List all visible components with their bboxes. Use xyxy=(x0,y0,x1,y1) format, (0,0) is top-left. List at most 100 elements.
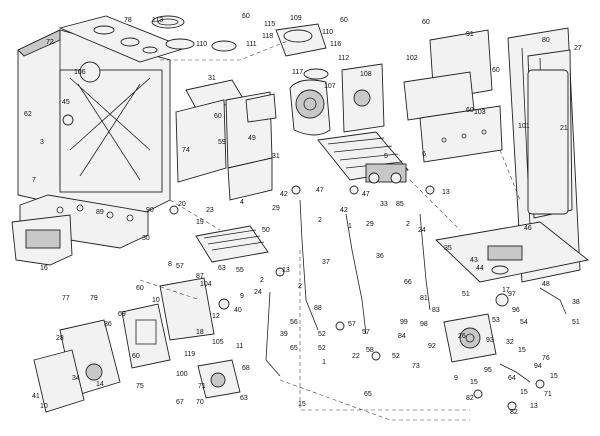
callout-15: 15 xyxy=(518,347,526,354)
callout-5: 5 xyxy=(384,153,388,160)
callout-51: 51 xyxy=(572,319,580,326)
callout-16: 16 xyxy=(40,265,48,272)
callout-107: 107 xyxy=(324,83,336,90)
callout-71: 71 xyxy=(198,383,206,390)
callout-110: 110 xyxy=(322,29,333,36)
callout-103: 103 xyxy=(474,109,486,116)
pipework xyxy=(265,199,567,383)
callout-68: 68 xyxy=(242,365,250,372)
callout-57: 57 xyxy=(348,321,356,328)
callout-66: 66 xyxy=(404,279,412,286)
callout-24: 24 xyxy=(418,227,426,234)
gas-valve xyxy=(197,359,241,399)
callout-80: 80 xyxy=(542,37,550,44)
callout-118: 118 xyxy=(262,33,273,40)
pump xyxy=(443,313,497,363)
callout-42: 42 xyxy=(340,207,348,214)
callout-77: 77 xyxy=(62,295,70,302)
callout-15: 15 xyxy=(298,401,306,408)
callout-63: 63 xyxy=(218,265,226,272)
callout-109: 109 xyxy=(290,15,302,22)
callout-44: 44 xyxy=(476,265,484,272)
callout-2: 2 xyxy=(260,277,264,284)
assembly-lines xyxy=(139,39,521,421)
callout-3: 3 xyxy=(40,139,44,146)
callout-62: 62 xyxy=(24,111,32,118)
callout-6: 6 xyxy=(422,151,426,158)
callout-48: 48 xyxy=(542,281,550,288)
expansion-vessel xyxy=(527,69,569,215)
callout-71: 71 xyxy=(544,391,552,398)
callout-49: 49 xyxy=(248,135,256,142)
callout-59: 59 xyxy=(218,139,226,146)
callout-34: 34 xyxy=(72,375,80,382)
casing-left-panel xyxy=(17,29,171,221)
callout-20: 20 xyxy=(178,201,186,208)
callout-12: 12 xyxy=(212,313,220,320)
callout-73: 73 xyxy=(412,363,420,370)
callout-60: 60 xyxy=(422,19,430,26)
callout-117: 117 xyxy=(292,69,303,76)
callout-40: 40 xyxy=(234,307,242,314)
callout-63: 63 xyxy=(240,395,248,402)
callout-30: 30 xyxy=(142,235,150,242)
callout-85: 85 xyxy=(396,201,404,208)
callout-35: 35 xyxy=(444,245,452,252)
burner xyxy=(195,225,269,263)
callout-60: 60 xyxy=(340,17,348,24)
callout-1: 1 xyxy=(348,223,352,230)
callout-94: 94 xyxy=(534,363,542,370)
callout-52: 52 xyxy=(392,353,400,360)
callout-23: 23 xyxy=(206,207,214,214)
callout-55: 55 xyxy=(236,267,244,274)
callout-112: 112 xyxy=(338,55,349,62)
callout-29: 29 xyxy=(272,205,280,212)
callout-9: 9 xyxy=(240,293,244,300)
callout-81: 81 xyxy=(420,295,428,302)
fittings xyxy=(169,185,545,411)
callout-101: 101 xyxy=(518,123,530,130)
callout-21: 21 xyxy=(560,125,568,132)
callout-89: 89 xyxy=(96,209,104,216)
flue-hood xyxy=(341,63,385,133)
callout-100: 100 xyxy=(176,371,188,378)
callout-51: 51 xyxy=(462,291,470,298)
callout-64: 64 xyxy=(508,375,516,382)
callout-91: 91 xyxy=(466,31,474,38)
callout-32: 32 xyxy=(506,339,514,346)
ignition-box xyxy=(159,277,215,341)
callout-115: 115 xyxy=(264,21,275,28)
callout-31: 31 xyxy=(272,153,280,160)
callout-72: 72 xyxy=(46,39,54,46)
callout-2: 2 xyxy=(406,221,410,228)
callout-82: 82 xyxy=(466,395,474,402)
callout-93: 93 xyxy=(486,337,494,344)
callout-98: 98 xyxy=(420,321,428,328)
callout-95: 95 xyxy=(484,367,492,374)
callout-57: 57 xyxy=(176,263,184,270)
rear-panels xyxy=(403,29,503,163)
callout-106: 106 xyxy=(74,69,86,76)
callout-102: 102 xyxy=(406,55,418,62)
callout-36: 36 xyxy=(376,253,384,260)
callout-99: 99 xyxy=(400,319,408,326)
callout-13: 13 xyxy=(442,189,450,196)
callout-39: 39 xyxy=(280,331,288,338)
callout-10: 10 xyxy=(40,403,48,410)
callout-60: 60 xyxy=(466,107,474,114)
callout-52: 52 xyxy=(318,345,326,352)
callout-26: 26 xyxy=(458,333,466,340)
callout-69: 69 xyxy=(118,311,126,318)
callout-111: 111 xyxy=(246,41,257,48)
callout-14: 14 xyxy=(96,381,104,388)
callout-56: 56 xyxy=(290,319,298,326)
callout-116: 116 xyxy=(330,41,341,48)
callout-84: 84 xyxy=(398,333,406,340)
callout-19: 19 xyxy=(196,219,204,226)
callout-67: 67 xyxy=(176,399,184,406)
callout-42: 42 xyxy=(280,191,288,198)
callout-104: 104 xyxy=(200,281,212,288)
